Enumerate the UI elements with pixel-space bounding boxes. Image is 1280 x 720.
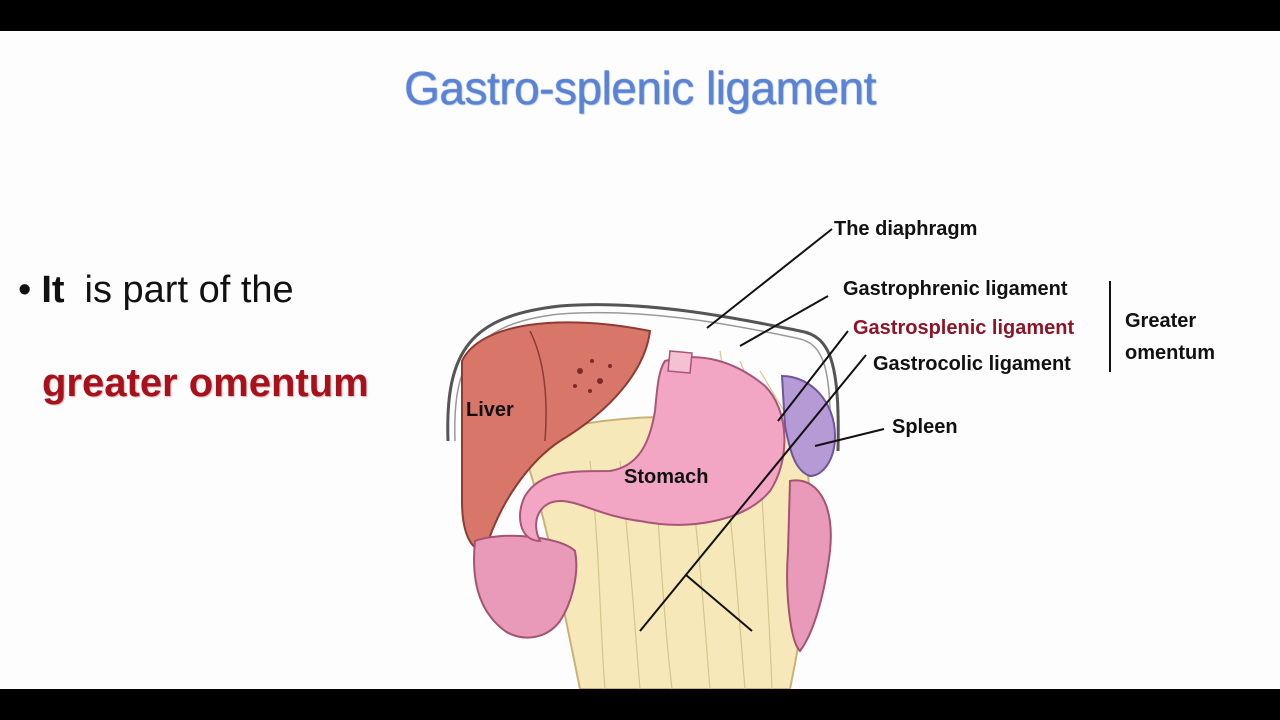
label-gastrophrenic: Gastrophrenic ligament (843, 278, 1068, 300)
label-gastrosplenic: Gastrosplenic ligament (853, 317, 1075, 339)
liver-lobe-line (529, 330, 547, 442)
bullet-strong-word: It (41, 269, 65, 311)
diaphragm-outline (446, 303, 840, 452)
esophagus-shape (667, 350, 693, 374)
anatomy-diagram: The diaphragm Gastrophrenic ligament Gas… (446, 218, 1215, 689)
slide: Gastro-splenic ligament •It is part of th… (0, 31, 1280, 689)
label-diaphragm: The diaphragm (834, 218, 977, 240)
highlighted-term: greater omentum (42, 361, 369, 405)
label-spleen: Spleen (892, 416, 958, 438)
bullet-symbol: • (18, 269, 32, 311)
intestine-left-shape (473, 534, 578, 639)
gastrophrenic-leader-line (739, 295, 829, 347)
liver-spots (573, 359, 612, 393)
gastrocolic-leader-branch (685, 574, 753, 632)
stomach-shape (519, 356, 786, 543)
bullet-point: •It is part of the (18, 269, 294, 312)
gastrosplenic-leader-line (777, 330, 849, 422)
spleen-leader-line (814, 428, 885, 447)
label-liver: Liver (466, 399, 514, 421)
label-gastrocolic: Gastrocolic ligament (873, 353, 1071, 375)
gastrocolic-leader-line (639, 354, 867, 632)
label-greater-line1: Greater (1125, 310, 1196, 332)
label-greater-line2: omentum (1125, 342, 1215, 364)
leader-lines (639, 228, 1111, 632)
bullet-text: is part of the (84, 269, 294, 311)
slide-title: Gastro-splenic ligament (404, 62, 876, 114)
label-stomach: Stomach (624, 466, 708, 488)
intestine-right-shape (786, 479, 832, 653)
diaphragm-leader-line (706, 228, 833, 329)
